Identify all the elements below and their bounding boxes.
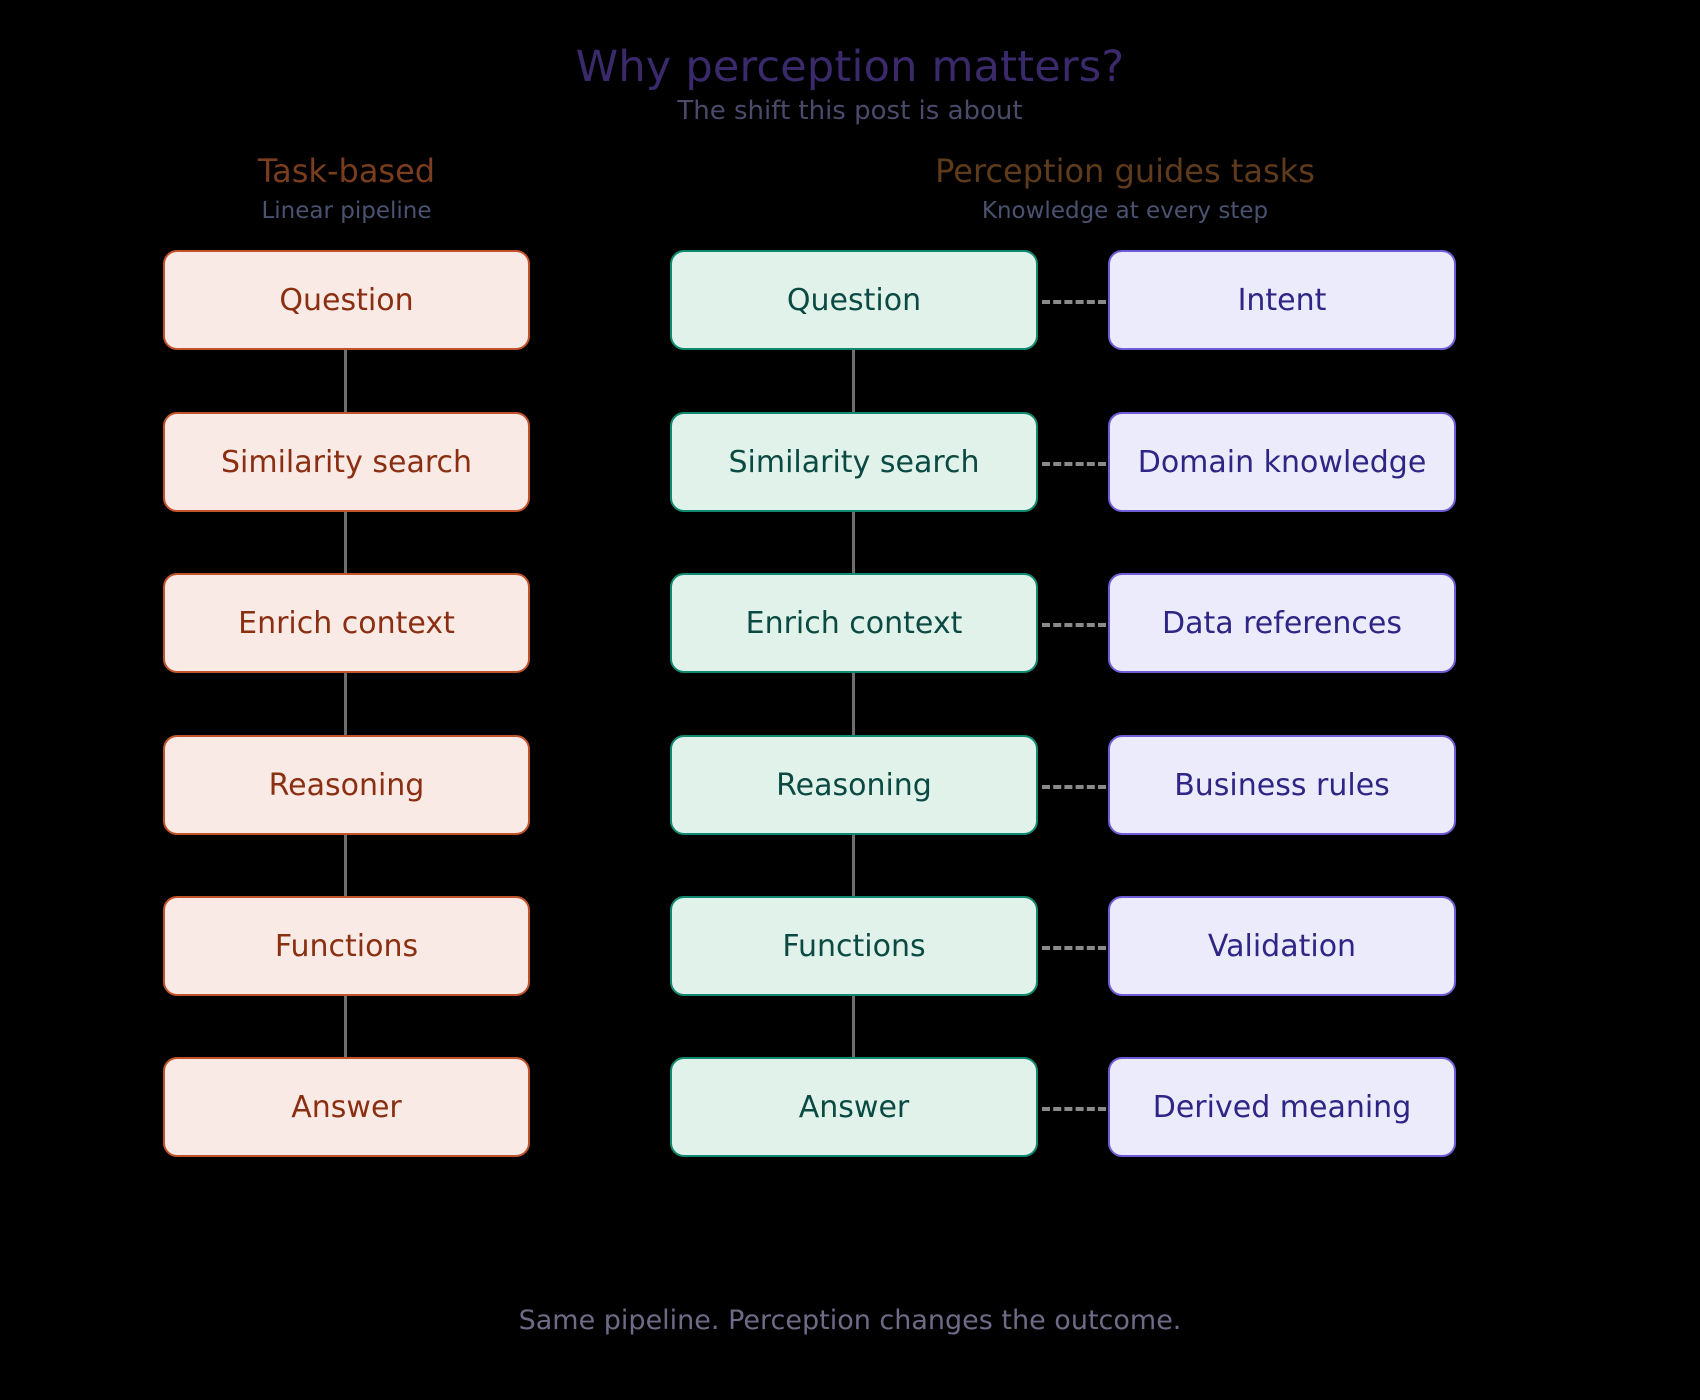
- connector-vertical-mid-0: [852, 350, 855, 412]
- connector-vertical-mid-2: [852, 673, 855, 735]
- node-label: Enrich context: [745, 605, 963, 641]
- connector-vertical-mid-1: [852, 512, 855, 573]
- column-header-right: Perception guides tasks Knowledge at eve…: [670, 153, 1580, 224]
- connector-dashed-2: [1042, 623, 1106, 627]
- node-label: Similarity search: [728, 444, 980, 480]
- node-label: Functions: [274, 928, 419, 964]
- node-right-4[interactable]: Validation: [1108, 896, 1456, 996]
- connector-vertical-left-0: [344, 350, 347, 412]
- node-label: Derived meaning: [1152, 1089, 1412, 1125]
- connector-vertical-left-3: [344, 835, 347, 896]
- node-mid-2[interactable]: Enrich context: [670, 573, 1038, 673]
- column-header-right-subtitle: Knowledge at every step: [981, 197, 1269, 224]
- node-left-1[interactable]: Similarity search: [163, 412, 530, 512]
- node-right-3[interactable]: Business rules: [1108, 735, 1456, 835]
- footer-caption: Same pipeline. Perception changes the ou…: [518, 1305, 1182, 1336]
- column-header-left: Task-based Linear pipeline: [163, 153, 530, 224]
- node-label: Data references: [1161, 605, 1403, 641]
- node-right-1[interactable]: Domain knowledge: [1108, 412, 1456, 512]
- node-left-0[interactable]: Question: [163, 250, 530, 350]
- page-subtitle: The shift this post is about: [677, 96, 1023, 126]
- node-label: Question: [786, 282, 922, 318]
- connector-vertical-left-4: [344, 996, 347, 1057]
- node-left-5[interactable]: Answer: [163, 1057, 530, 1157]
- node-mid-1[interactable]: Similarity search: [670, 412, 1038, 512]
- node-mid-3[interactable]: Reasoning: [670, 735, 1038, 835]
- node-right-2[interactable]: Data references: [1108, 573, 1456, 673]
- connector-dashed-4: [1042, 946, 1106, 950]
- page-title: Why perception matters?: [575, 42, 1125, 92]
- node-label: Business rules: [1174, 767, 1390, 803]
- node-mid-4[interactable]: Functions: [670, 896, 1038, 996]
- column-header-left-subtitle: Linear pipeline: [261, 197, 432, 224]
- connector-vertical-left-1: [344, 512, 347, 573]
- connector-vertical-mid-4: [852, 996, 855, 1057]
- node-label: Answer: [291, 1089, 402, 1125]
- node-left-4[interactable]: Functions: [163, 896, 530, 996]
- connector-vertical-left-2: [344, 673, 347, 735]
- node-left-3[interactable]: Reasoning: [163, 735, 530, 835]
- connector-dashed-3: [1042, 785, 1106, 789]
- node-label: Reasoning: [268, 767, 425, 803]
- node-mid-5[interactable]: Answer: [670, 1057, 1038, 1157]
- connector-dashed-0: [1042, 300, 1106, 304]
- node-label: Answer: [798, 1089, 910, 1125]
- node-label: Functions: [782, 928, 926, 964]
- node-label: Domain knowledge: [1137, 444, 1427, 480]
- column-header-left-title: Task-based: [257, 152, 436, 190]
- node-label: Similarity search: [220, 444, 473, 480]
- node-mid-0[interactable]: Question: [670, 250, 1038, 350]
- node-label: Validation: [1207, 928, 1357, 964]
- connector-vertical-mid-3: [852, 835, 855, 896]
- node-right-0[interactable]: Intent: [1108, 250, 1456, 350]
- node-label: Question: [279, 282, 414, 318]
- node-right-5[interactable]: Derived meaning: [1108, 1057, 1456, 1157]
- connector-dashed-5: [1042, 1107, 1106, 1111]
- node-label: Reasoning: [776, 767, 932, 803]
- connector-dashed-1: [1042, 462, 1106, 466]
- node-label: Intent: [1237, 282, 1327, 318]
- node-label: Enrich context: [238, 605, 455, 641]
- column-header-right-title: Perception guides tasks: [935, 152, 1315, 190]
- node-left-2[interactable]: Enrich context: [163, 573, 530, 673]
